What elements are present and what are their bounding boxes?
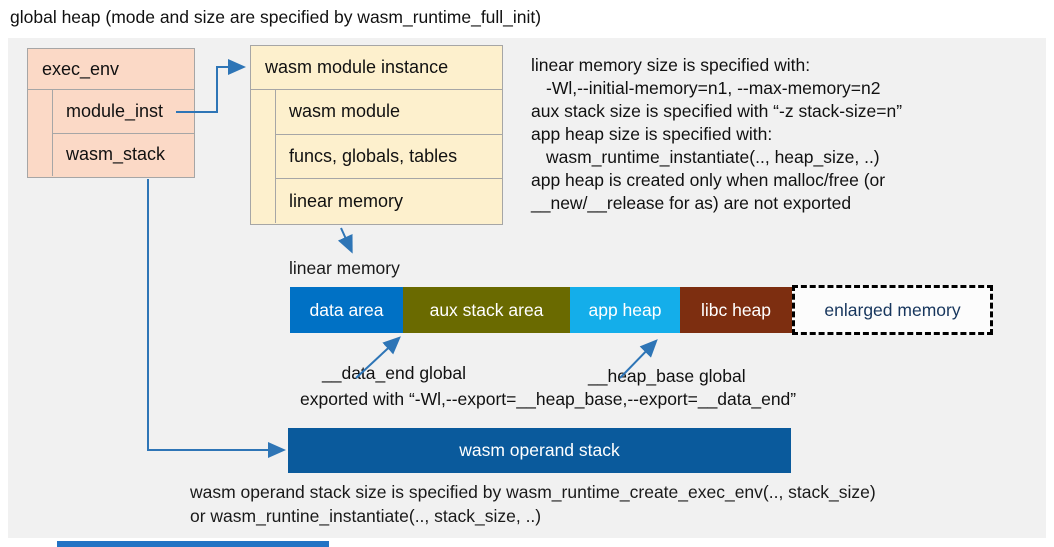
bottom-edge-strip [57,541,329,547]
module-instance-header: wasm module instance [251,46,502,90]
exported-with-label: exported with “-Wl,--export=__heap_base,… [300,389,797,409]
note-line: wasm_runtime_instantiate(.., heap_size, … [546,147,880,167]
note-line: app heap size is specified with: [531,124,773,144]
note-line: aux stack size is specified with “-z sta… [531,101,903,121]
segment-data-area: data area [290,287,403,333]
exec-env-body: module_inst wasm_stack [28,90,194,176]
data-end-global-label: __data_end global [322,363,467,383]
module-instance-gutter [251,90,276,223]
note-line: app heap is created only when malloc/fre… [531,170,886,190]
segment-libc-heap: libc heap [680,287,792,333]
exec-env-row-module-inst: module_inst [53,90,194,134]
note-line: __new/__release for as) are not exported [531,193,852,213]
module-instance-box: wasm module instance wasm module funcs, … [250,45,503,225]
exec-env-box: exec_env module_inst wasm_stack [27,48,195,178]
operand-stack-note-line1: wasm operand stack size is specified by … [190,482,876,502]
exec-env-header: exec_env [28,49,194,90]
operand-stack-note-line2: or wasm_runtine_instantiate(.., stack_si… [190,506,542,526]
segment-enlarged-memory: enlarged memory [792,285,993,335]
diagram-title: global heap (mode and size are specified… [10,7,542,27]
segment-app-heap: app heap [570,287,680,333]
note-line: -Wl,--initial-memory=n1, --max-memory=n2 [546,78,881,98]
right-notes: linear memory size is specified with: -W… [531,54,902,215]
wasm-operand-stack-bar: wasm operand stack [288,428,791,473]
exec-env-row-wasm-stack: wasm_stack [66,144,166,165]
module-instance-body: wasm module funcs, globals, tables linea… [251,90,502,223]
module-instance-row-wasm-module: wasm module [276,90,502,135]
exec-env-gutter [28,90,53,176]
module-instance-row-linear-memory: linear memory [289,190,404,211]
note-line: linear memory size is specified with: [531,55,811,75]
module-instance-row-funcs-globals-tables: funcs, globals, tables [276,135,502,180]
heap-base-global-label: __heap_base global [588,366,746,386]
linear-memory-label: linear memory [289,258,400,278]
segment-aux-stack-area: aux stack area [403,287,570,333]
